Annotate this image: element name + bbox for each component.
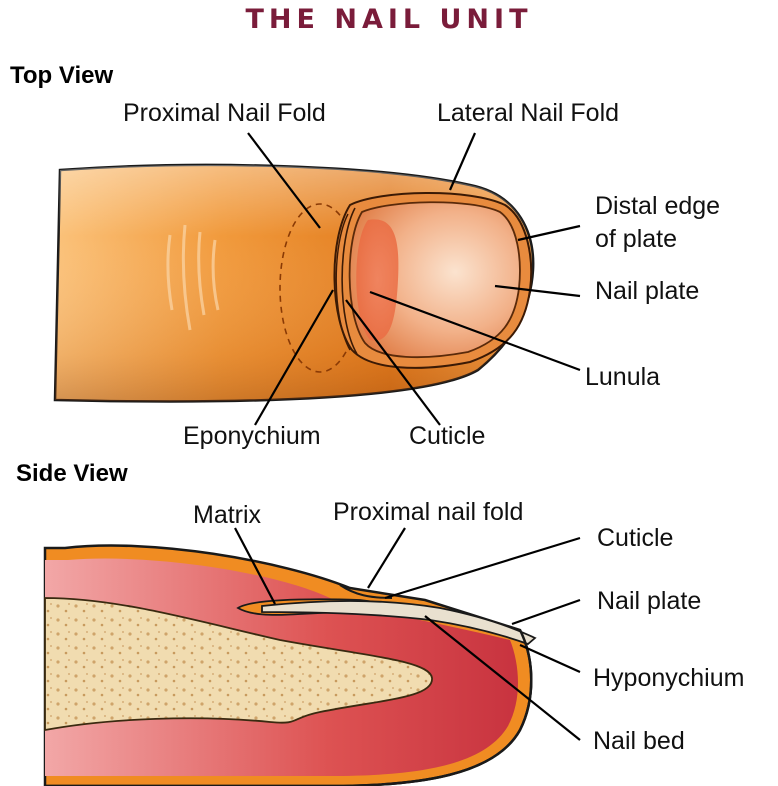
top-view-finger bbox=[55, 165, 533, 401]
label-cuticle-top: Cuticle bbox=[409, 421, 485, 452]
label-lunula: Lunula bbox=[585, 362, 660, 393]
label-nail-plate-top: Nail plate bbox=[595, 276, 699, 307]
label-proximal-nail-fold-top: Proximal Nail Fold bbox=[123, 98, 326, 129]
label-matrix: Matrix bbox=[193, 500, 261, 531]
label-proximal-nail-fold-side: Proximal nail fold bbox=[333, 497, 523, 528]
label-distal-edge-line2: of plate bbox=[595, 224, 677, 255]
label-nail-plate-side: Nail plate bbox=[597, 586, 701, 617]
label-eponychium: Eponychium bbox=[183, 421, 321, 452]
label-lateral-nail-fold: Lateral Nail Fold bbox=[437, 98, 619, 129]
label-hyponychium: Hyponychium bbox=[593, 663, 744, 694]
label-nail-bed: Nail bed bbox=[593, 726, 685, 757]
label-cuticle-side: Cuticle bbox=[597, 523, 673, 554]
side-view-heading: Side View bbox=[16, 460, 128, 488]
side-view-finger bbox=[45, 546, 535, 786]
label-distal-edge-line1: Distal edge bbox=[595, 191, 720, 222]
